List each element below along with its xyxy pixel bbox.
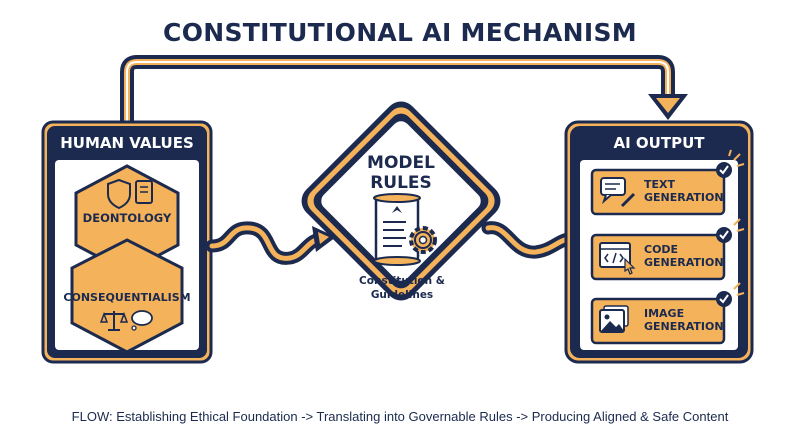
constitution-scroll-icon [373, 193, 421, 266]
output-text-line2: GENERATION [644, 191, 724, 204]
ai-output-panel: AI OUTPUT TEXT GENERATION [564, 120, 754, 364]
consequentialism-label: CONSEQUENTIALISM [63, 291, 190, 304]
consequentialism-hexagon: CONSEQUENTIALISM [63, 238, 191, 354]
code-window-icon [599, 242, 636, 275]
human-values-panel: HUMAN VALUES DEONTOLOGY CONSEQU [41, 120, 213, 364]
arrow-values-to-rules [205, 221, 336, 265]
flow-footer: FLOW: Establishing Ethical Foundation ->… [71, 409, 729, 424]
image-icon [599, 305, 629, 333]
gear-icon [409, 226, 437, 254]
output-image-line1: IMAGE [644, 307, 684, 320]
model-rules-diamond: MODEL RULES Constitution & Guidelines [301, 101, 501, 301]
book-icon [135, 180, 153, 204]
output-card-code: CODE GENERATION [590, 218, 745, 281]
output-code-line2: GENERATION [644, 256, 724, 269]
check-badge-icon [716, 218, 745, 243]
chat-pencil-icon [600, 177, 636, 208]
human-values-heading: HUMAN VALUES [60, 134, 194, 152]
deontology-label: DEONTOLOGY [83, 211, 172, 225]
top-loop-arrow [120, 55, 688, 128]
ai-output-heading: AI OUTPUT [614, 134, 706, 152]
thought-bubble-icon [131, 310, 153, 331]
check-badge-icon [716, 282, 745, 307]
scales-icon [99, 311, 129, 331]
model-rules-caption-line1: Constitution & [359, 275, 445, 287]
output-card-text: TEXT GENERATION [590, 149, 745, 216]
output-code-line1: CODE [644, 243, 678, 256]
model-rules-heading-line2: RULES [370, 173, 432, 193]
output-image-line2: GENERATION [644, 320, 724, 333]
check-badge-icon [716, 149, 745, 178]
output-card-image: IMAGE GENERATION [590, 282, 745, 345]
output-text-line1: TEXT [644, 178, 675, 191]
model-rules-caption-line2: Guidelines [371, 289, 433, 301]
diagram-title: CONSTITUTIONAL AI MECHANISM [163, 18, 637, 47]
shield-icon [107, 178, 131, 210]
model-rules-heading-line1: MODEL [367, 153, 435, 173]
